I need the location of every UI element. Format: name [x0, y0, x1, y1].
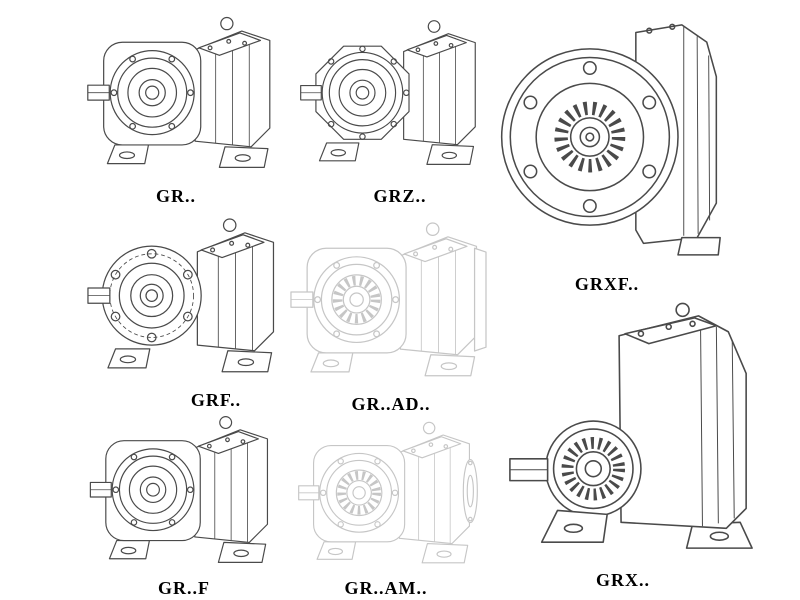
drawing-gr-ad: [288, 214, 488, 390]
drawing-grxf: [494, 4, 724, 270]
grf-gearbox-drawing: [85, 210, 285, 386]
label-grxf: GRXF..: [574, 274, 640, 294]
drawing-gr-f: [85, 408, 281, 576]
grxf-gearbox-drawing: [494, 4, 724, 270]
label-gr: GR..: [156, 186, 196, 206]
drawing-grf: [85, 210, 285, 386]
drawing-gr-am: [290, 414, 486, 576]
drawing-gr: [85, 6, 281, 184]
label-gr-ad: GR..AD..: [351, 394, 431, 414]
grz-gearbox-drawing: [298, 6, 486, 184]
label-gr-f: GR..F: [158, 578, 210, 598]
gr-gearbox-drawing: [85, 6, 281, 184]
label-grz: GRZ..: [373, 186, 427, 206]
gr-ad-gearbox-drawing: [288, 214, 487, 390]
label-grx: GRX..: [596, 570, 650, 590]
grx-gearbox-drawing: [498, 298, 764, 566]
gr-am-gearbox-drawing: [290, 414, 478, 576]
drawing-grz: [298, 6, 486, 184]
label-grf: GRF..: [190, 390, 242, 410]
drawing-grx: [498, 298, 764, 566]
gr-f-gearbox-drawing: [85, 408, 281, 576]
label-gr-am: GR..AM..: [344, 578, 428, 598]
